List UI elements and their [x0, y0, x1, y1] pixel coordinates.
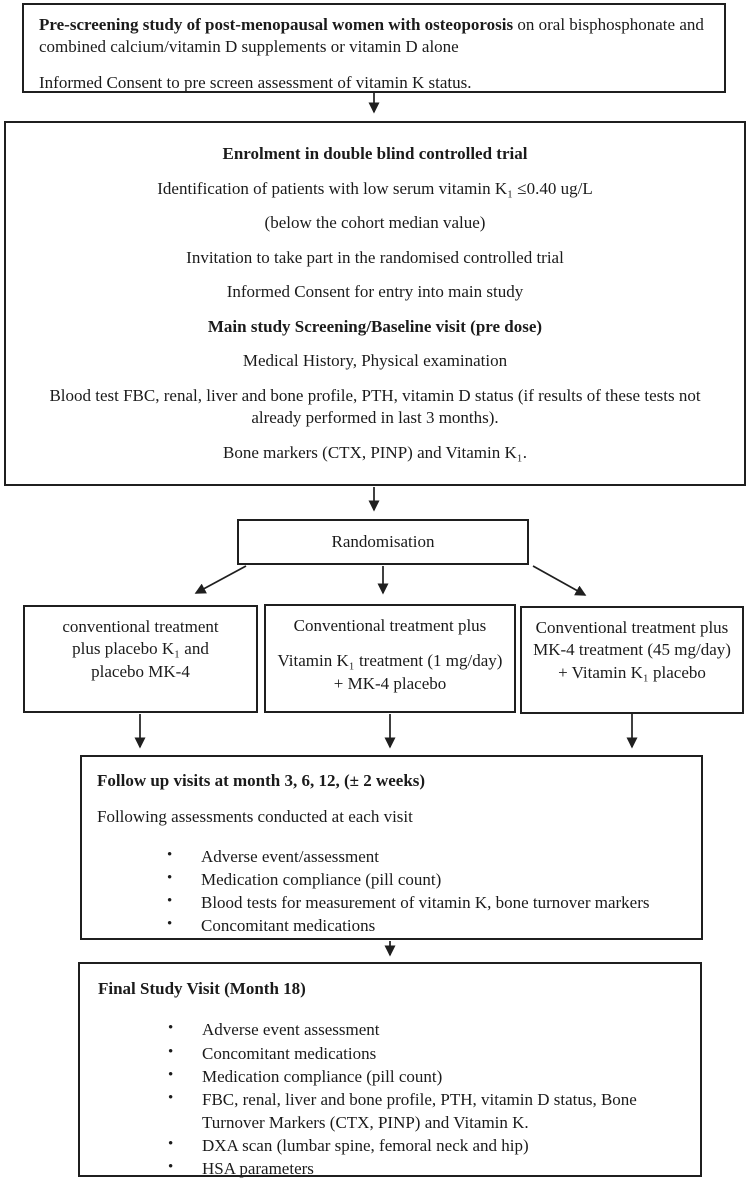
bullet-icon: •: [168, 1135, 174, 1152]
bullet-icon: •: [168, 1089, 174, 1106]
list-item: • Medication compliance (pill count): [168, 1065, 682, 1088]
prescreening-title-rest: on oral bisphosphonate and combined calc…: [39, 15, 704, 57]
enrolment-line-consent: Informed Consent for entry into main stu…: [226, 282, 524, 302]
final-bullet-dxa: DXA scan (lumbar spine, femoral neck and…: [202, 1135, 529, 1155]
arm-vitamin-k1-box: Conventional treatment plus Vitamin K₁ t…: [264, 604, 516, 713]
followup-title: Follow up visits at month 3, 6, 12, (± 2…: [97, 771, 426, 790]
final-bullet-concomitant: Concomitant medications: [202, 1043, 377, 1063]
bullet-icon: •: [167, 846, 173, 863]
final-bullet-hsa: HSA parameters: [202, 1159, 314, 1179]
enrolment-line-bloodtest: Blood test FBC, renal, liver and bone pr…: [49, 385, 701, 427]
bullet-icon: •: [168, 1066, 174, 1083]
arm-placebo-line2: plus placebo K₁ and: [72, 639, 209, 659]
arm-placebo-line3: placebo MK-4: [91, 661, 190, 681]
list-item: • DXA scan (lumbar spine, femoral neck a…: [168, 1134, 682, 1157]
bullet-icon: •: [168, 1043, 174, 1060]
final-title: Final Study Visit (Month 18): [98, 979, 306, 998]
followup-bullet-list: • Adverse event/assessment • Medication …: [167, 845, 683, 937]
randomisation-box: Randomisation: [237, 519, 529, 565]
followup-subtitle: Following assessments conducted at each …: [97, 807, 413, 827]
bullet-icon: •: [167, 916, 173, 933]
list-item: • Concomitant medications: [168, 1042, 682, 1065]
final-bullet-adverse: Adverse event assessment: [202, 1020, 380, 1040]
enrolment-line-identification: Identification of patients with low seru…: [157, 178, 593, 198]
final-bullet-labs: FBC, renal, liver and bone profile, PTH,…: [202, 1089, 637, 1132]
list-item: • Blood tests for measurement of vitamin…: [167, 891, 683, 914]
enrolment-baseline-heading: Main study Screening/Baseline visit (pre…: [207, 316, 543, 336]
arrow-rand-to-left-arm: [194, 565, 247, 594]
final-visit-box: Final Study Visit (Month 18) • Adverse e…: [78, 962, 702, 1180]
followup-bullet-bloodtests: Blood tests for measurement of vitamin K…: [201, 893, 650, 913]
bullet-icon: •: [167, 869, 173, 886]
arm-mk4-box: Conventional treatment plus MK-4 treatme…: [520, 606, 744, 714]
enrolment-line-median: (below the cohort median value): [264, 213, 486, 233]
bullet-icon: •: [167, 893, 173, 910]
followup-bullet-compliance: Medication compliance (pill count): [201, 869, 442, 889]
arm-vitamin-k1-line2: Vitamin K₁ treatment (1 mg/day) + MK-4 p…: [277, 651, 503, 693]
arm-placebo-line1: conventional treatment: [62, 617, 219, 636]
arm-placebo-box: conventional treatment plus placebo K₁ a…: [23, 605, 258, 713]
list-item: • Adverse event assessment: [168, 1018, 682, 1041]
followup-bullet-concomitant: Concomitant medications: [201, 916, 376, 936]
arm-vitamin-k1-line1: Conventional treatment plus: [293, 616, 487, 635]
followup-bullet-adverse: Adverse event/assessment: [201, 846, 379, 866]
arrow-rand-to-right-arm: [532, 565, 587, 596]
bullet-icon: •: [168, 1159, 174, 1176]
list-item: • FBC, renal, liver and bone profile, PT…: [168, 1088, 682, 1134]
prescreening-title: Pre-screening study of post-menopausal w…: [39, 14, 709, 59]
list-item: • Adverse event/assessment: [167, 845, 683, 868]
bullet-icon: •: [168, 1020, 174, 1037]
enrolment-line-bonemarkers: Bone markers (CTX, PINP) and Vitamin K₁.: [223, 442, 527, 462]
list-item: • Concomitant medications: [167, 914, 683, 937]
enrolment-heading: Enrolment in double blind controlled tri…: [222, 144, 528, 164]
prescreening-title-bold: Pre-screening study of post-menopausal w…: [39, 15, 514, 34]
enrolment-box: Enrolment in double blind controlled tri…: [4, 121, 746, 486]
final-bullet-list: • Adverse event assessment • Concomitant…: [168, 1018, 682, 1180]
list-item: • HSA parameters: [168, 1157, 682, 1180]
randomisation-label: Randomisation: [331, 531, 435, 551]
followup-box: Follow up visits at month 3, 6, 12, (± 2…: [80, 755, 703, 940]
arm-mk4-line1: Conventional treatment plus MK-4 treatme…: [533, 618, 731, 682]
final-bullet-compliance: Medication compliance (pill count): [202, 1066, 443, 1086]
list-item: • Medication compliance (pill count): [167, 868, 683, 891]
prescreening-consent: Informed Consent to pre screen assessmen…: [39, 72, 472, 92]
enrolment-line-invitation: Invitation to take part in the randomise…: [186, 247, 564, 267]
enrolment-line-history: Medical History, Physical examination: [242, 351, 508, 371]
prescreening-box: Pre-screening study of post-menopausal w…: [22, 3, 726, 93]
